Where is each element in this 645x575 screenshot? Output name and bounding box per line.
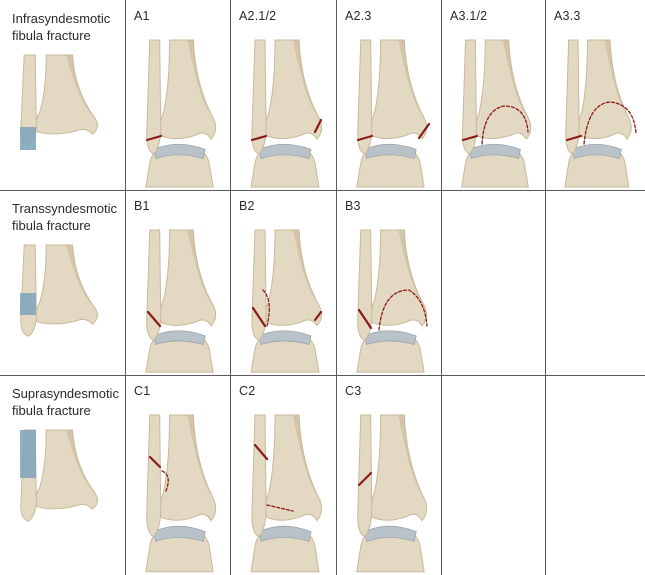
overview-illustration [0,190,125,375]
classification-label: A3.1/2 [450,9,487,23]
classification-cell: A2.3 [336,0,441,190]
ankle-illustration [336,190,441,375]
classification-label: B1 [134,199,150,213]
classification-cell: A2.1/2 [230,0,336,190]
classification-label: A2.3 [345,9,372,23]
classification-cell: C2 [230,375,336,575]
ankle-illustration [230,190,336,375]
classification-label: A1 [134,9,150,23]
fracture-zone-highlight [20,293,36,315]
ankle-illustration [230,375,336,575]
classification-cell: C1 [125,375,230,575]
classification-label: B3 [345,199,361,213]
ankle-illustration [125,190,230,375]
ankle-illustration [336,375,441,575]
classification-cell: A3.1/2 [441,0,545,190]
classification-label: A2.1/2 [239,9,276,23]
fracture-zone-highlight [20,430,36,478]
classification-label: C1 [134,384,150,398]
classification-label: B2 [239,199,255,213]
classification-cell: B1 [125,190,230,375]
row-header: Suprasyndesmotic fibula fracture [0,375,125,575]
classification-label: A3.3 [554,9,581,23]
overview-illustration [0,0,125,190]
classification-cell: C3 [336,375,441,575]
classification-label: C2 [239,384,255,398]
ankle-illustration [441,0,545,190]
classification-cell: A3.3 [545,0,645,190]
fracture-zone-highlight [20,127,36,150]
ankle-illustration [545,0,645,190]
row-header: Infrasyndesmotic fibula fracture [0,0,125,190]
classification-cell: B3 [336,190,441,375]
overview-illustration [0,375,125,575]
classification-label: C3 [345,384,361,398]
row-header: Transsyndesmotic fibula fracture [0,190,125,375]
classification-cell: A1 [125,0,230,190]
ankle-illustration [125,0,230,190]
ankle-illustration [336,0,441,190]
ankle-illustration [125,375,230,575]
ankle-illustration [230,0,336,190]
classification-cell: B2 [230,190,336,375]
